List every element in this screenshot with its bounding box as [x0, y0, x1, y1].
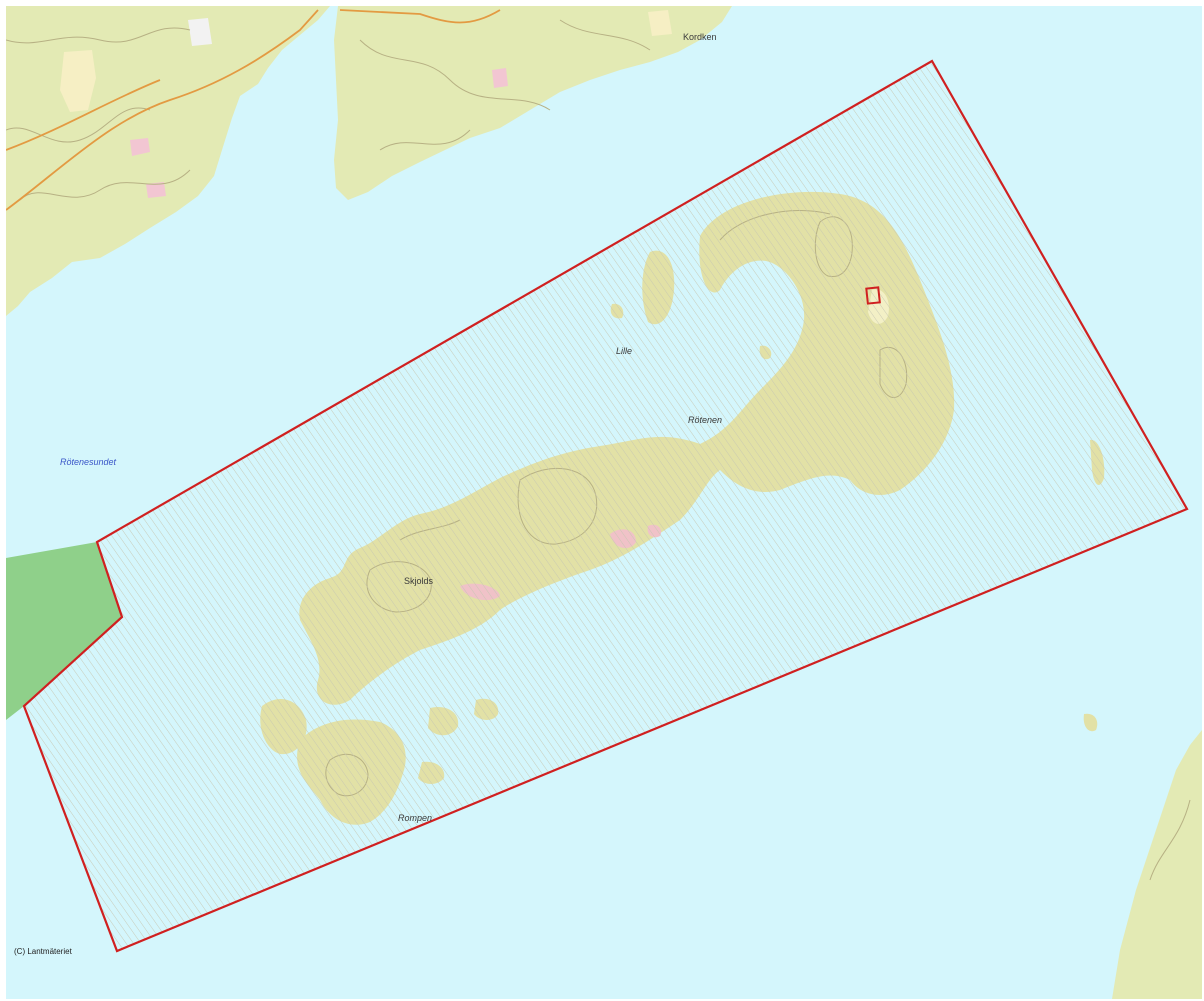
place-label-lille: Lille — [616, 346, 633, 356]
settlement-patch — [60, 50, 96, 112]
settlement-patch — [130, 138, 150, 156]
map-canvas[interactable] — [6, 6, 1202, 999]
property-marker[interactable] — [865, 286, 881, 305]
protected-area — [6, 542, 122, 720]
settlement-patch — [146, 182, 166, 198]
copyright-notice: (C) Lantmäteriet — [14, 947, 72, 956]
water-label-sound: Rötenesundet — [60, 457, 117, 467]
settlement-patch — [492, 68, 508, 88]
contour-lines — [6, 19, 1191, 881]
place-label-rompen: Rompen — [398, 813, 433, 823]
hatched-area — [24, 61, 1187, 951]
area-boundary[interactable] — [22, 59, 1189, 953]
place-label-kordken: Kordken — [683, 32, 717, 42]
roads — [6, 9, 501, 211]
place-label-skjolds: Skjolds — [404, 576, 434, 586]
settlement-patch — [188, 18, 212, 46]
place-label-rotenen: Rötenen — [688, 415, 723, 425]
settlement-patch — [648, 10, 672, 36]
map-viewport[interactable]: Kordken Lille Rötenen Rötenesundet Skjol… — [6, 6, 1202, 999]
